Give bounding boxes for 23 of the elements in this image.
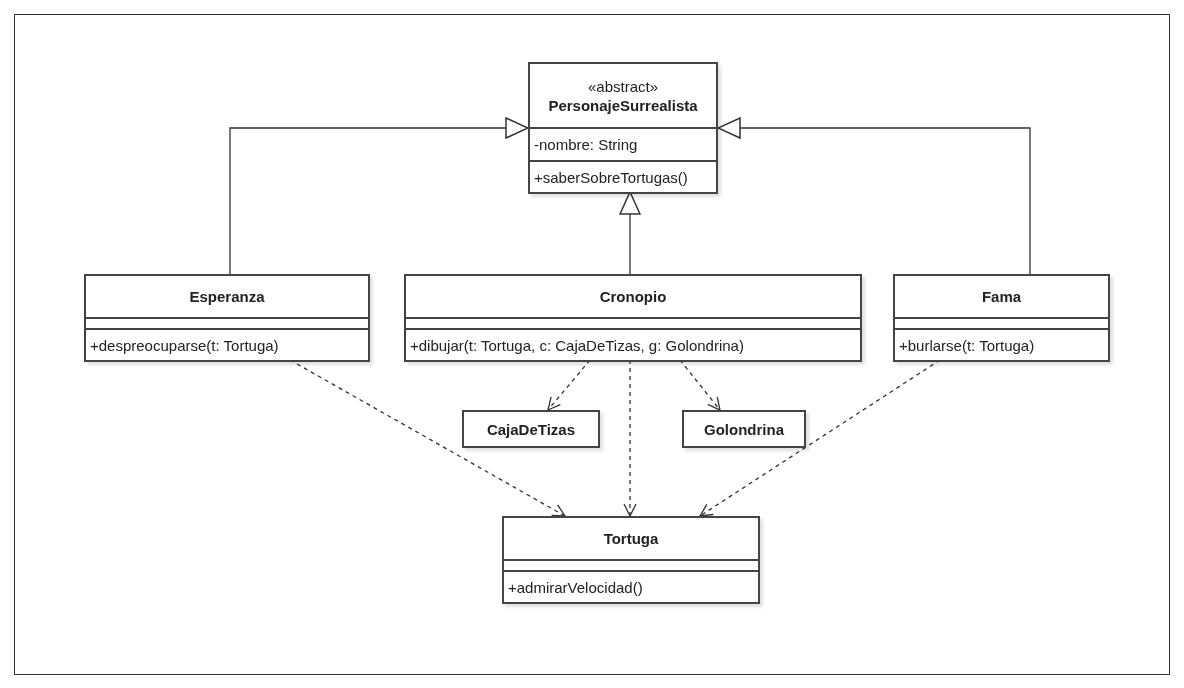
class-box [502,516,760,604]
class-box [84,274,370,362]
attribute-text: -nombre: String [534,135,638,154]
class-box [462,410,600,448]
method-text: +burlarse(t: Tortuga) [899,335,1035,355]
method-text: +dibujar(t: Tortuga, c: CajaDeTizas, g: Golondrina) [410,335,744,355]
class-box [404,274,862,362]
class-box [893,274,1110,362]
generalization-arrow [229,117,529,275]
class-name: Golondrina [704,419,784,439]
generalization-arrow [717,117,1031,275]
class-name: Esperanza [189,287,265,306]
method-text: +saberSobreTortugas() [534,167,688,187]
class-name: PersonajeSurrealista [548,95,698,115]
method-text: +admirarVelocidad() [508,577,643,597]
class-name: CajaDeTizas [486,419,576,439]
class-box [682,410,806,448]
stereotype-label: «abstract» [587,76,658,96]
class-name: Cronopio [599,287,667,306]
class-name: Fama [981,287,1022,306]
method-text: +despreocuparse(t: Tortuga) [90,335,279,355]
class-box [528,62,718,194]
class-name: Tortuga [603,529,659,548]
